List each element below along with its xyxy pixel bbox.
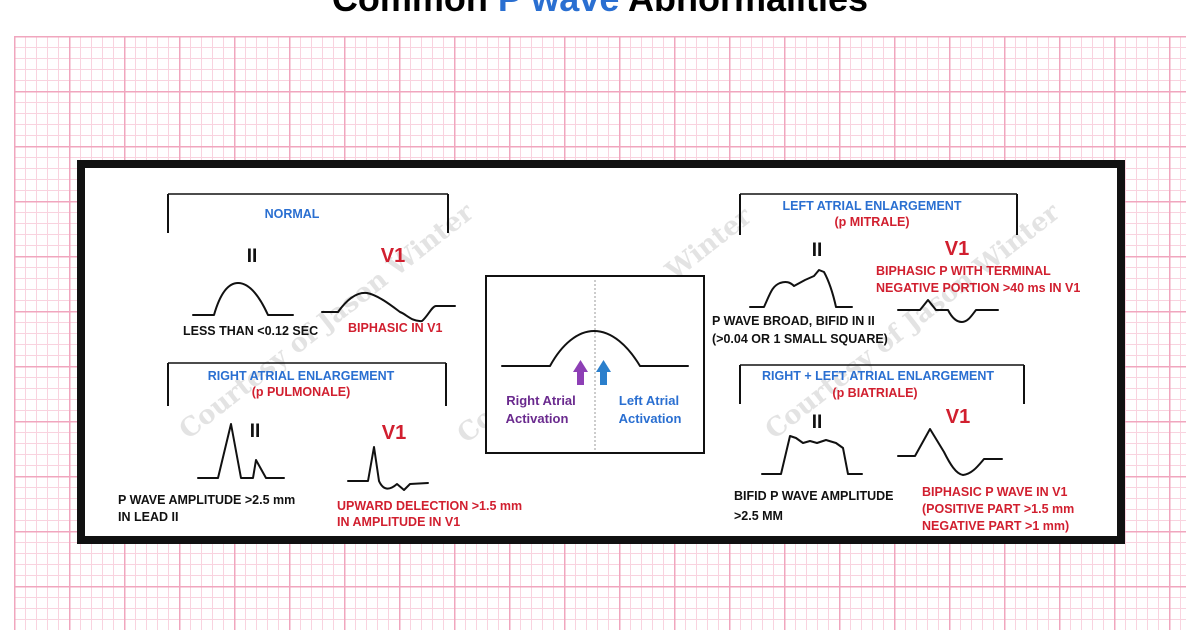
right-activation-label-1: Right Atrial xyxy=(506,393,576,408)
bae-v1-caption-3: NEGATIVE PART >1 mm) xyxy=(922,519,1069,533)
bae-ii-waveform xyxy=(761,435,863,475)
right-atrial-section: RIGHT ATRIAL ENLARGEMENT (p PULMONALE) I… xyxy=(118,362,522,529)
normal-v1-caption: BIPHASIC IN V1 xyxy=(348,321,443,335)
rae-v1-waveform xyxy=(347,446,429,491)
left-atrial-section: LEFT ATRIAL ENLARGEMENT (p MITRALE) II V… xyxy=(712,193,1080,346)
activation-waveform xyxy=(501,330,689,367)
left-atrial-arrow xyxy=(596,360,611,385)
page-title: Common P wave Abnormalities xyxy=(0,0,1200,20)
title-prefix: Common xyxy=(332,0,498,19)
rae-ii-caption-1: P WAVE AMPLITUDE >2.5 mm xyxy=(118,493,295,507)
lae-box-label-2: (p MITRALE) xyxy=(835,215,910,229)
bae-v1-caption-1: BIPHASIC P WAVE IN V1 xyxy=(922,485,1067,499)
rae-ii-waveform xyxy=(197,423,285,479)
lae-v1-waveform xyxy=(897,299,999,323)
lae-lead-ii: II xyxy=(812,240,823,261)
left-activation-label-1: Left Atrial xyxy=(619,393,679,408)
lae-v1-caption-2: NEGATIVE PORTION >40 ms IN V1 xyxy=(876,281,1080,295)
biatrial-section: RIGHT + LEFT ATRIAL ENLARGEMENT (p BIATR… xyxy=(734,364,1074,533)
right-atrial-arrow xyxy=(573,360,588,385)
bae-lead-ii: II xyxy=(812,412,823,433)
right-activation-label-2: Activation xyxy=(506,411,569,426)
title-accent: P wave xyxy=(498,0,619,19)
lae-v1-caption-1: BIPHASIC P WITH TERMINAL xyxy=(876,264,1051,278)
rae-v1-caption-2: IN AMPLITUDE IN V1 xyxy=(337,515,460,529)
lae-lead-v1: V1 xyxy=(945,238,969,260)
bae-v1-caption-2: (POSITIVE PART >1.5 mm xyxy=(922,502,1074,516)
bae-v1-waveform xyxy=(897,428,1003,476)
normal-v1-waveform xyxy=(321,291,456,323)
lae-ii-caption-2: (>0.04 OR 1 SMALL SQUARE) xyxy=(712,332,888,346)
rae-v1-caption-1: UPWARD DELECTION >1.5 mm xyxy=(337,499,522,513)
normal-lead-ii: II xyxy=(247,246,258,267)
bae-lead-v1: V1 xyxy=(946,406,970,428)
lae-ii-waveform xyxy=(749,269,853,308)
bae-ii-caption-1: BIFID P WAVE AMPLITUDE xyxy=(734,489,894,503)
lae-ii-caption-1: P WAVE BROAD, BIFID IN II xyxy=(712,314,875,328)
activation-diagram: Right Atrial Activation Left Atrial Acti… xyxy=(485,275,705,454)
title-suffix: Abnormalities xyxy=(619,0,868,19)
normal-section: NORMAL II V1 LESS THAN <0.12 SEC BIPHASI… xyxy=(167,193,456,338)
rae-lead-v1: V1 xyxy=(382,422,406,444)
normal-box-label: NORMAL xyxy=(265,207,320,221)
normal-ii-caption: LESS THAN <0.12 SEC xyxy=(183,324,318,338)
left-activation-label-2: Activation xyxy=(619,411,682,426)
bae-box-label-2: (p BIATRIALE) xyxy=(832,386,917,400)
rae-box-label-2: (p PULMONALE) xyxy=(252,385,351,399)
normal-lead-v1: V1 xyxy=(381,245,405,267)
normal-ii-waveform xyxy=(192,282,294,316)
bae-ii-caption-2: >2.5 MM xyxy=(734,509,783,523)
lae-box-label-1: LEFT ATRIAL ENLARGEMENT xyxy=(783,199,962,213)
rae-lead-ii: II xyxy=(250,421,261,442)
bae-box-label-1: RIGHT + LEFT ATRIAL ENLARGEMENT xyxy=(762,369,994,383)
rae-ii-caption-2: IN LEAD II xyxy=(118,510,178,524)
rae-box-label-1: RIGHT ATRIAL ENLARGEMENT xyxy=(208,369,395,383)
